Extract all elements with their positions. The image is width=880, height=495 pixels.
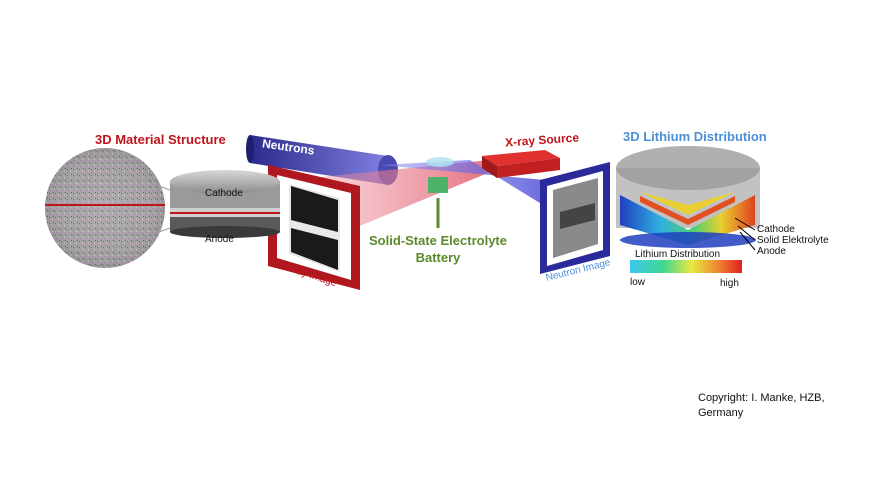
xray-source-block xyxy=(482,150,560,178)
microstructure-image xyxy=(45,148,171,268)
material-structure-title: 3D Material Structure xyxy=(95,132,226,147)
anode-right-label: Anode xyxy=(757,246,786,257)
cathode-right-label: Cathode xyxy=(757,224,795,235)
battery-label-line2: Battery xyxy=(415,250,461,265)
copyright: Copyright: I. Manke, HZB, Germany xyxy=(698,391,825,421)
copyright-line2: Germany xyxy=(698,407,744,419)
neutron-cone xyxy=(380,160,548,208)
colorbar-high-label: high xyxy=(720,278,739,289)
cell-cross-section xyxy=(170,170,280,238)
lithium-distribution-model xyxy=(616,146,760,251)
battery-sample xyxy=(426,157,454,228)
colorbar-title: Lithium Distribution xyxy=(635,249,721,260)
battery-label-line1: Solid-State Electrolyte xyxy=(369,233,507,248)
xray-image-frame xyxy=(268,165,360,290)
lithium-distribution-title: 3D Lithium Distribution xyxy=(623,129,767,144)
neutron-image-frame xyxy=(540,162,610,274)
anode-left-label: Anode xyxy=(205,234,234,245)
cathode-left-label: Cathode xyxy=(205,188,243,199)
colorbar xyxy=(630,260,742,273)
colorbar-low-label: low xyxy=(630,277,646,288)
solid-elektrolyte-label: Solid Elektrolyte xyxy=(757,235,829,246)
copyright-line1: Copyright: I. Manke, HZB, xyxy=(698,392,825,404)
battery-label: Solid-State Electrolyte Battery xyxy=(368,232,508,266)
